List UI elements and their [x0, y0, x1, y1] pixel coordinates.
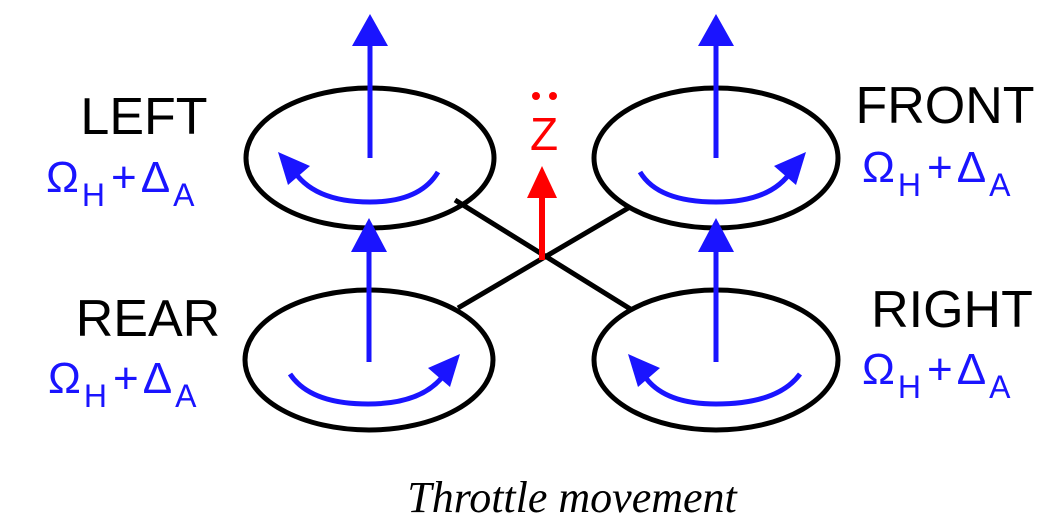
label-right: RIGHT	[871, 281, 1033, 339]
rotation-arrow-front	[637, 168, 795, 205]
label-front: FRONT	[855, 77, 1034, 135]
rotation-arrowhead-front	[774, 152, 806, 185]
rotor-speeds: ΩH+ΔA ΩH+ΔA ΩH+ΔA ΩH+ΔA	[46, 143, 1011, 414]
speed-front: ΩH+ΔA	[862, 143, 1011, 203]
rotation-arrowhead-right	[628, 354, 660, 387]
label-left: LEFT	[80, 88, 207, 146]
rotor-labels: LEFT FRONT REAR RIGHT	[76, 77, 1035, 348]
rotation-arrow-left	[289, 166, 441, 205]
thrust-arrowhead-front-top	[698, 14, 734, 46]
rotation-arrowhead-rear	[428, 354, 460, 387]
z-acceleration: Z	[527, 92, 558, 260]
rotation-arrowhead-left	[278, 152, 310, 185]
rotation-arrow-rear	[287, 370, 449, 407]
thrust-arrowhead-rear	[351, 218, 387, 252]
diagram-caption: Throttle movement	[407, 473, 738, 522]
speed-left: ΩH+ΔA	[46, 153, 195, 213]
speed-right: ΩH+ΔA	[862, 345, 1011, 405]
thrust-arrowhead-right	[698, 218, 734, 252]
rotation-arrow-right	[639, 370, 803, 407]
z-acceleration-arrowhead	[527, 166, 557, 198]
label-rear: REAR	[76, 290, 220, 348]
z-ddot-left	[532, 92, 540, 100]
z-ddot-right	[549, 92, 557, 100]
thrust-arrows	[351, 14, 734, 362]
z-acceleration-label: Z	[530, 108, 558, 160]
rotation-arrows	[278, 152, 806, 407]
speed-rear: ΩH+ΔA	[48, 354, 197, 414]
thrust-arrowhead-left-top	[352, 14, 388, 46]
